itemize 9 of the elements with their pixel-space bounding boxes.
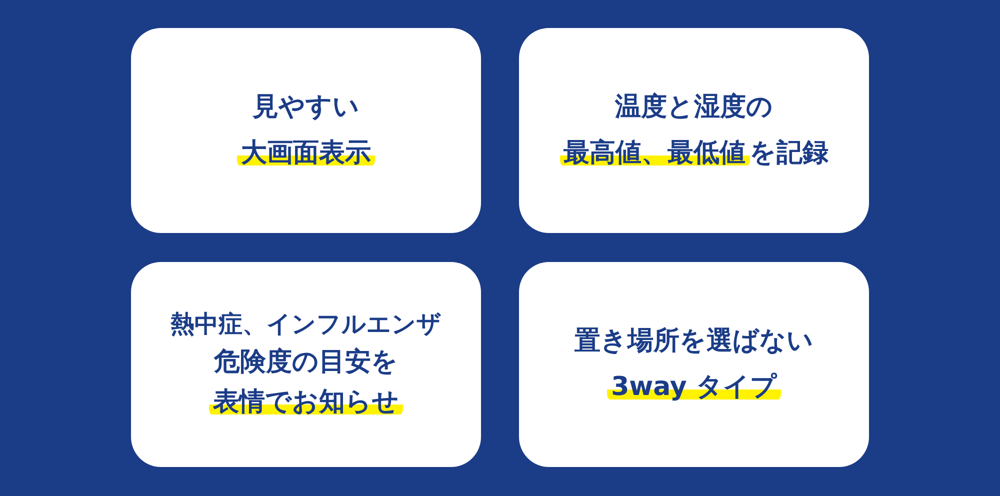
feature-card [131,28,481,233]
feature-card [519,262,869,467]
feature-text: 置き場所を選ばない [574,324,814,358]
feature-text: 見やすい [252,90,360,124]
feature-text: 危険度の目安を [214,346,398,380]
feature-card [131,262,481,467]
feature-text: 温度と湿度の [615,90,773,124]
feature-text: 熱中症、インフルエンザ [170,309,442,340]
feature-card [519,28,869,233]
